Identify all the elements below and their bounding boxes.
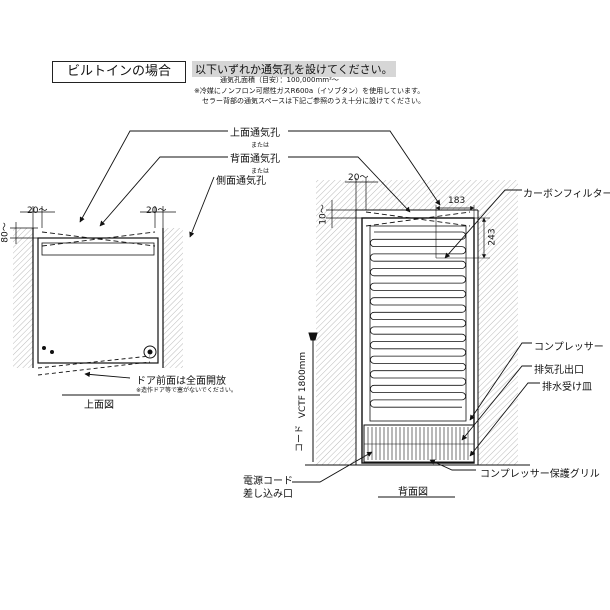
page-title: ビルトインの場合 (52, 61, 186, 83)
exhaust-label: 排気孔出口 (534, 365, 584, 376)
or-label-1: または (251, 142, 270, 149)
back-dim-width: 183 (448, 196, 466, 206)
back-view (305, 178, 530, 498)
door-note: ドア前面は全面開放 (136, 376, 226, 387)
top-view (10, 206, 183, 396)
vent-back-label: 背面通気孔 (230, 154, 280, 165)
vent-top-label: 上面通気孔 (230, 128, 280, 139)
cord-spec: VCTF 1800mm (298, 351, 309, 419)
cord-label: コード (295, 424, 306, 453)
or-label-2: または (251, 168, 270, 175)
top-view-caption: 上面図 (84, 400, 114, 411)
note-line-1: ※冷媒にノンフロン可燃性ガスR600a（イソブタン）を使用しています。 (194, 87, 425, 95)
back-view-caption: 背面図 (398, 487, 428, 498)
top-dim-vertical: 80〜 (0, 222, 11, 243)
leader-lines (79, 130, 540, 483)
carbon-filter-label: カーボンフィルター (523, 189, 610, 200)
top-dim-right: 20〜 (146, 206, 167, 216)
power-inlet-label-2: 差し込み口 (243, 489, 293, 500)
back-dim-left: 10〜 (318, 204, 329, 225)
power-inlet-label-1: 電源コード (243, 476, 293, 487)
note-line-2: セラー背部の通気スペースは下記ご参照のうえ十分に設けてください。 (202, 97, 425, 105)
left-wall-hatch (13, 228, 33, 368)
vent-side-label: 側面通気孔 (216, 176, 266, 187)
headline: 以下いずれか通気孔を設けてください。 (192, 61, 396, 77)
grille-label: コンプレッサー保護グリル (480, 469, 600, 480)
condenser-coil (369, 231, 467, 408)
drain-pan-label: 排水受け皿 (542, 382, 592, 393)
back-dim-height: 243 (487, 228, 498, 246)
door-subnote: ※造作ドア等で塞がないでください。 (136, 387, 237, 394)
right-wall-hatch (163, 228, 183, 368)
top-dim-left: 20〜 (27, 206, 48, 216)
compressor-label: コンプレッサー (534, 342, 604, 353)
area-note: 通気孔面積（目安）：100,000mm²〜 (220, 76, 339, 84)
top-view-unit (37, 237, 159, 364)
back-dim-top: 20〜 (348, 173, 369, 183)
